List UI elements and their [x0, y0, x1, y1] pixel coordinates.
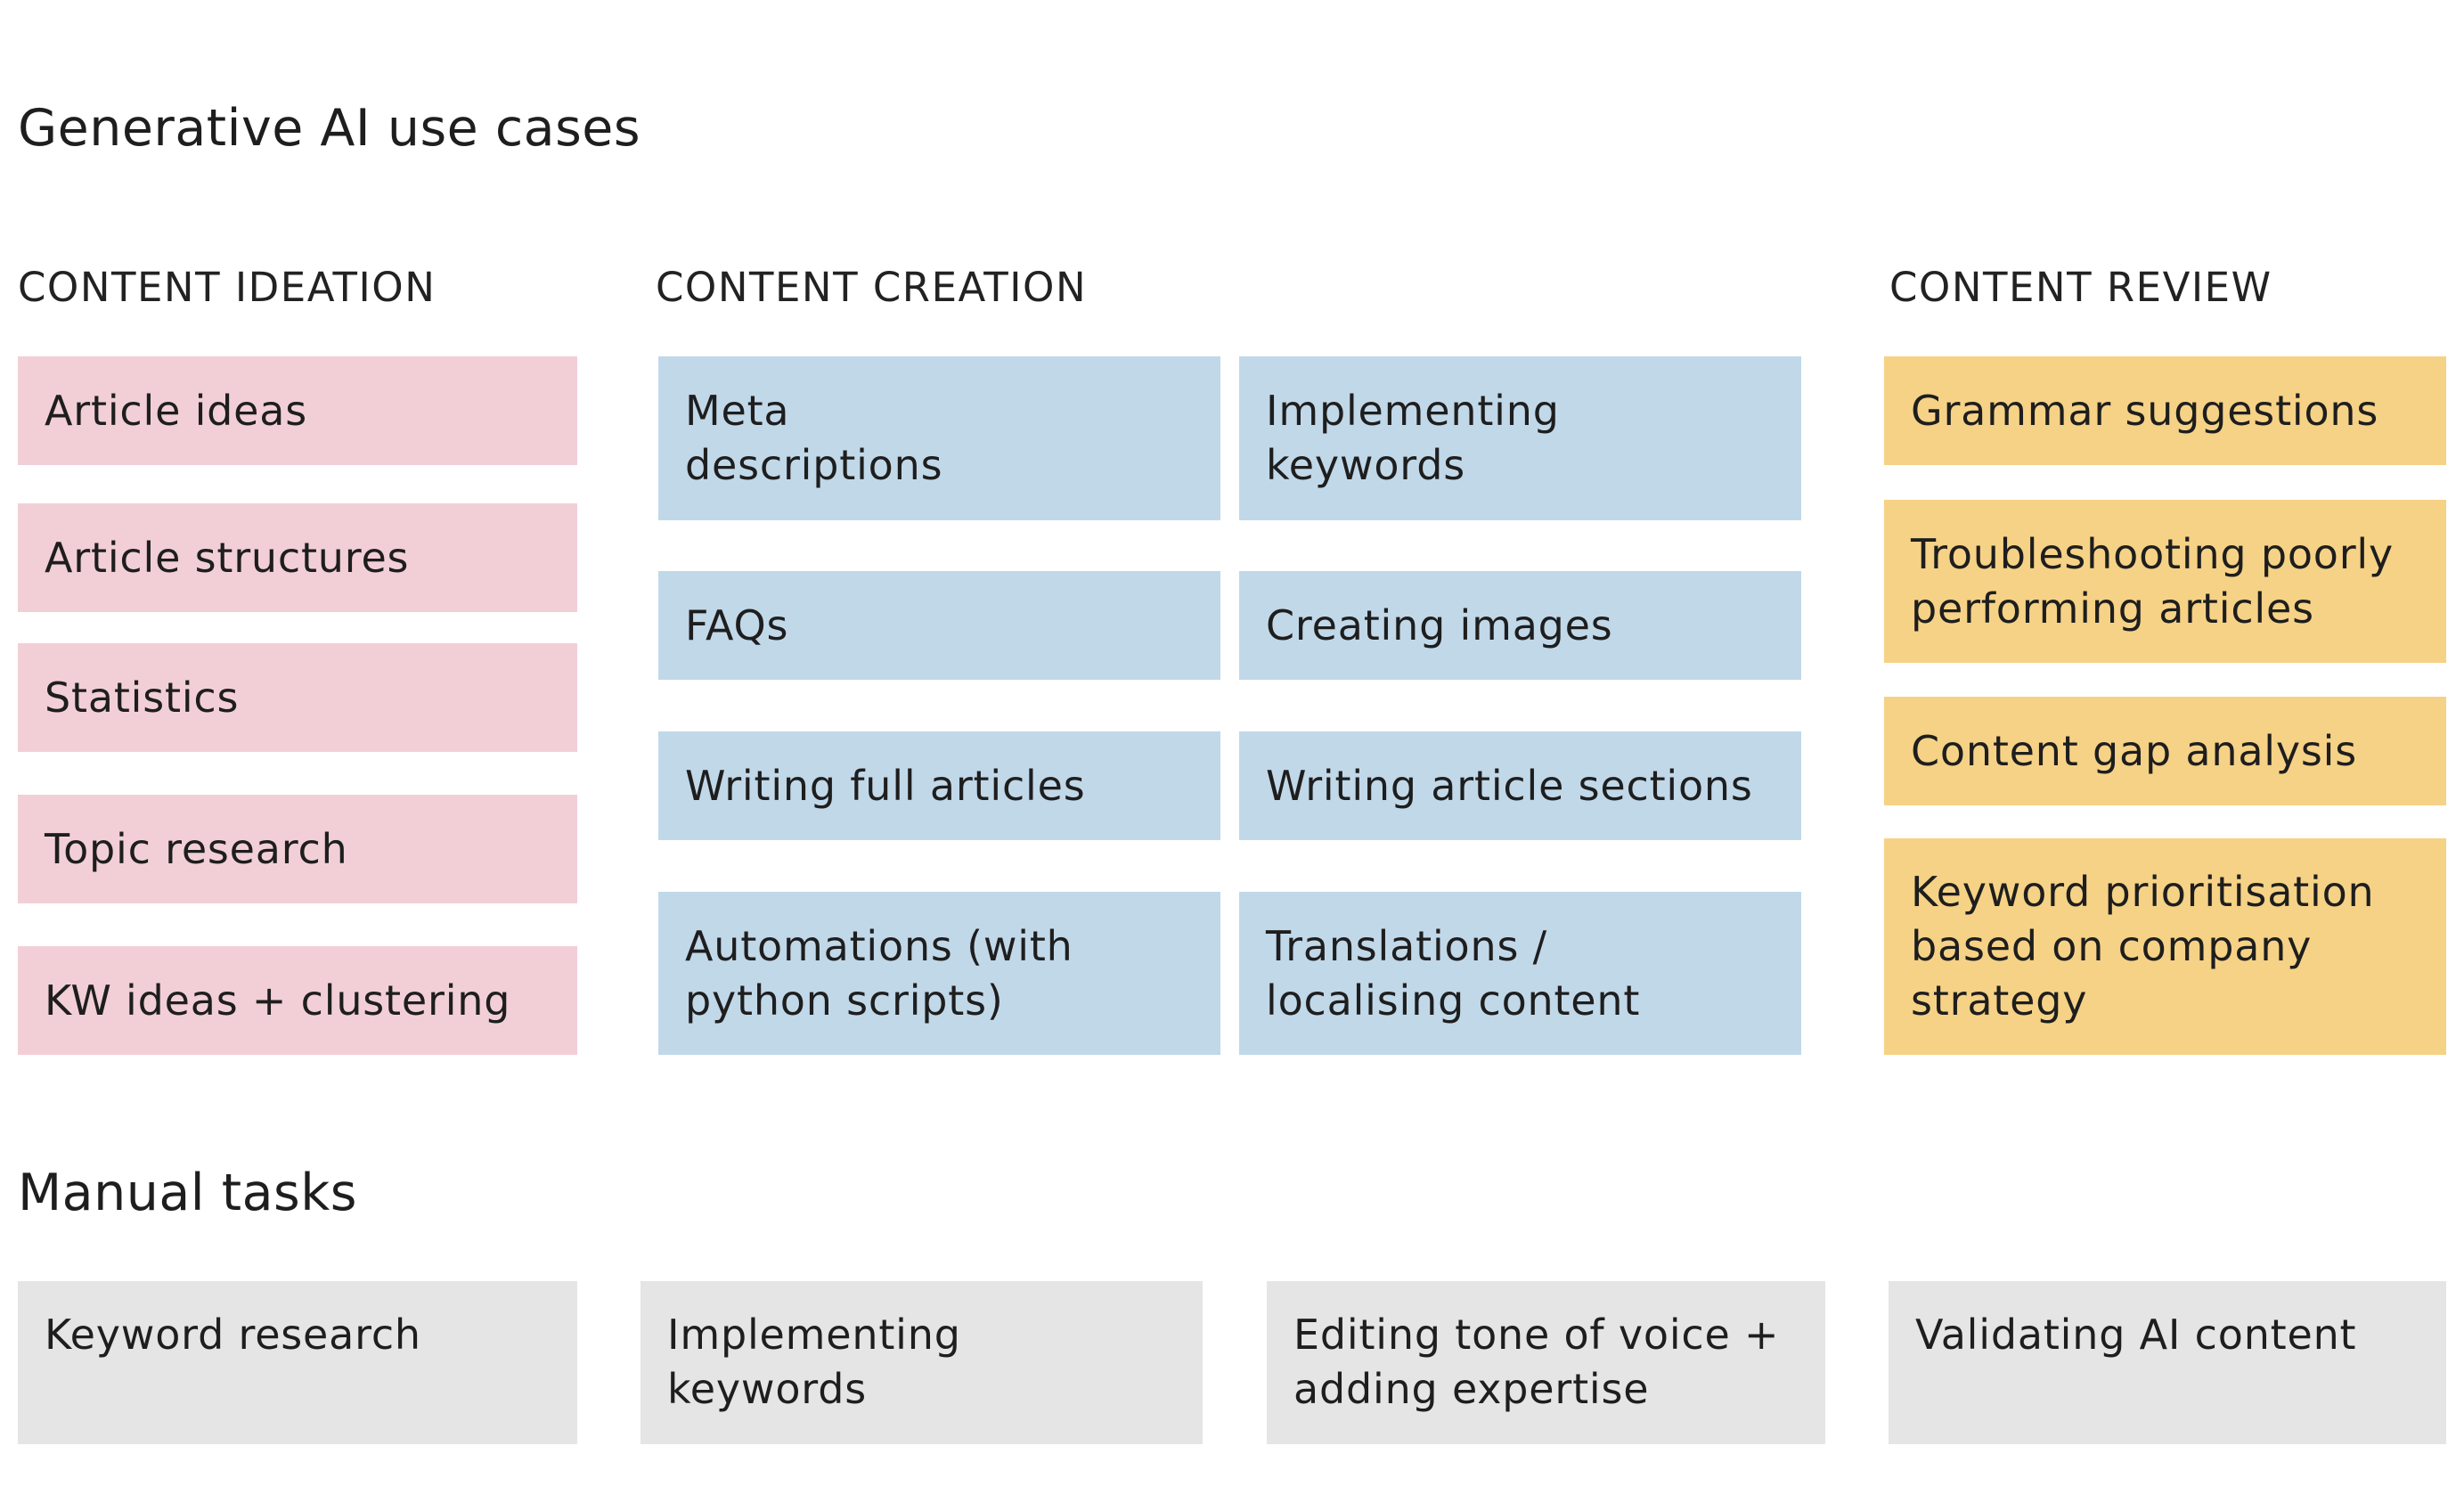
manual-card-keyword-research: Keyword research — [18, 1281, 577, 1444]
creation-card-automations: Automations (with python scripts) — [658, 892, 1220, 1055]
card-label: Creating images — [1266, 600, 1613, 649]
card-label: Writing article sections — [1266, 761, 1753, 810]
card-label: Automations (with python scripts) — [685, 921, 1073, 1025]
creation-card-translations: Translations / localising content — [1239, 892, 1801, 1055]
manual-card-validating-ai-content: Validating AI content — [1889, 1281, 2446, 1444]
ideation-card-statistics: Statistics — [18, 643, 577, 752]
column-title-creation: CONTENT CREATION — [656, 264, 1088, 311]
review-card-content-gap-analysis: Content gap analysis — [1884, 697, 2446, 805]
ideation-card-kw-ideas: KW ideas + clustering — [18, 946, 577, 1055]
review-card-keyword-prioritisation: Keyword prioritisation based on company … — [1884, 838, 2446, 1055]
creation-card-writing-full-articles: Writing full articles — [658, 731, 1220, 840]
card-label: Validating AI content — [1915, 1311, 2357, 1359]
card-label: Keyword research — [45, 1311, 421, 1359]
card-label: Meta descriptions — [685, 387, 943, 489]
manual-card-editing-tone: Editing tone of voice + adding expertise — [1267, 1281, 1825, 1444]
card-label: FAQs — [685, 600, 789, 649]
card-label: Statistics — [45, 673, 240, 722]
page-title: Generative AI use cases — [18, 99, 641, 158]
review-card-grammar-suggestions: Grammar suggestions — [1884, 356, 2446, 465]
card-label: Grammar suggestions — [1911, 386, 2379, 435]
ideation-card-article-ideas: Article ideas — [18, 356, 577, 465]
column-title-ideation: CONTENT IDEATION — [18, 264, 437, 311]
creation-card-implementing-keywords: Implementing keywords — [1239, 356, 1801, 520]
creation-card-meta-descriptions: Meta descriptions — [658, 356, 1220, 520]
card-label: Writing full articles — [685, 761, 1086, 810]
ideation-card-article-structures: Article structures — [18, 503, 577, 612]
card-label: KW ideas + clustering — [45, 976, 511, 1025]
card-label: Translations / localising content — [1266, 921, 1641, 1025]
review-card-troubleshooting: Troubleshooting poorly performing articl… — [1884, 500, 2446, 663]
column-title-review: CONTENT REVIEW — [1889, 264, 2272, 311]
creation-card-writing-article-sections: Writing article sections — [1239, 731, 1801, 840]
creation-card-faqs: FAQs — [658, 571, 1220, 680]
card-label: Implementing keywords — [1266, 387, 1560, 489]
card-label: Keyword prioritisation based on company … — [1911, 868, 2375, 1025]
manual-tasks-title: Manual tasks — [18, 1164, 357, 1222]
ideation-card-topic-research: Topic research — [18, 795, 577, 903]
card-label: Troubleshooting poorly performing articl… — [1911, 529, 2395, 633]
card-label: Topic research — [45, 824, 348, 873]
card-label: Editing tone of voice + adding expertise — [1293, 1311, 1780, 1413]
card-label: Article ideas — [45, 386, 308, 435]
card-label: Content gap analysis — [1911, 726, 2358, 775]
creation-card-creating-images: Creating images — [1239, 571, 1801, 680]
manual-card-implementing-keywords: Implementing keywords — [640, 1281, 1203, 1444]
card-label: Implementing keywords — [667, 1311, 961, 1413]
card-label: Article structures — [45, 533, 410, 582]
